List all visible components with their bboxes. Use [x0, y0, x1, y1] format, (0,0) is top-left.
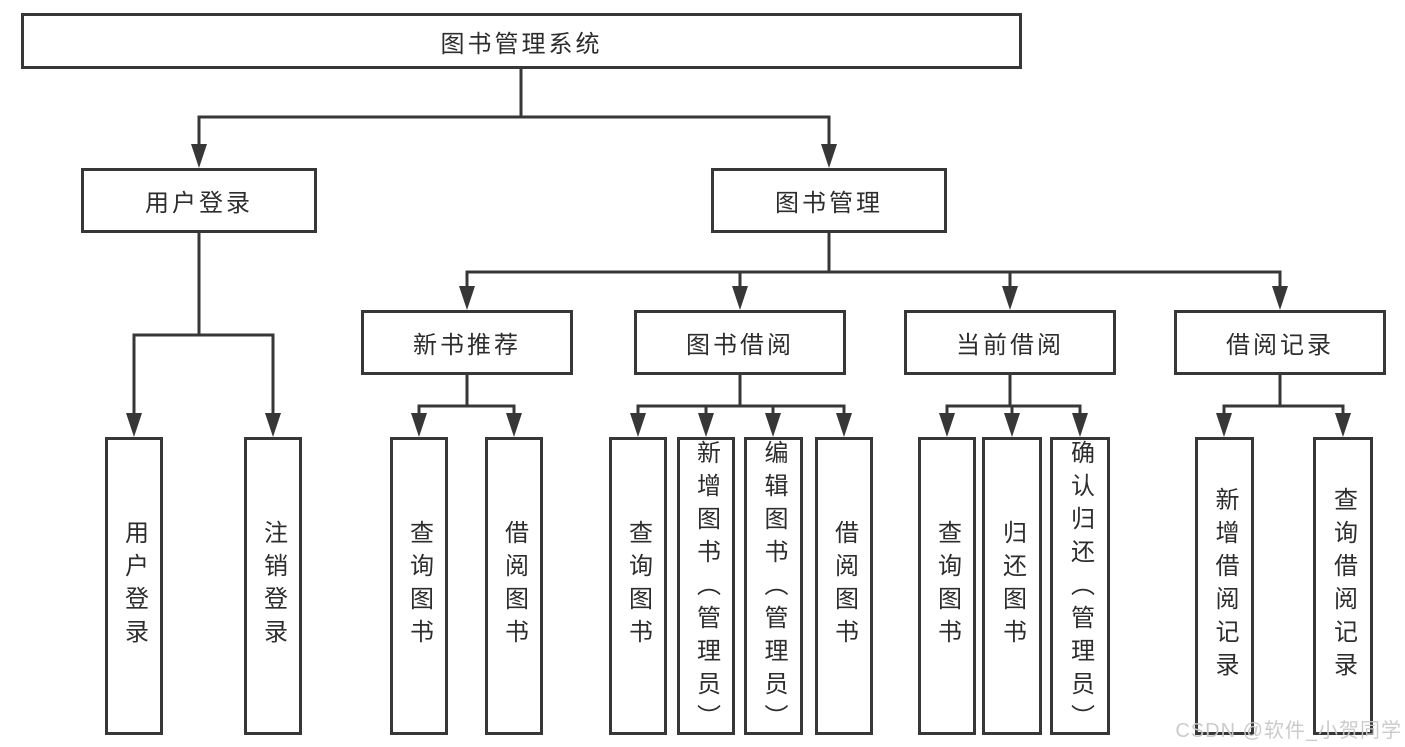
node-new-book-recommend-label: 新书推荐	[413, 332, 521, 359]
leaf-logout: 注销登录	[244, 437, 302, 735]
node-book-management-label: 图书管理	[775, 190, 883, 217]
leaf-query-books-current-label: 查询图书	[933, 520, 961, 652]
leaf-logout-label: 注销登录	[259, 520, 287, 652]
leaf-edit-book-admin-label: 编辑图书（管理员）	[760, 440, 787, 737]
leaf-confirm-return-admin: 确认归还（管理员）	[1050, 437, 1110, 737]
leaf-borrow-books: 借阅图书	[815, 437, 873, 735]
node-user-login-label: 用户登录	[145, 190, 253, 217]
node-book-borrow: 图书借阅	[634, 310, 846, 375]
node-user-login: 用户登录	[81, 168, 317, 233]
leaf-query-books-recommend-label: 查询图书	[405, 520, 433, 652]
leaf-confirm-return-admin-label: 确认归还（管理员）	[1066, 440, 1094, 737]
node-new-book-recommend: 新书推荐	[361, 310, 573, 375]
node-book-management: 图书管理	[711, 168, 947, 233]
leaf-add-book-admin: 新增图书（管理员）	[677, 437, 735, 737]
leaf-return-book-label: 归还图书	[998, 520, 1026, 652]
node-current-borrow-label: 当前借阅	[956, 332, 1064, 359]
leaf-borrow-books-recommend: 借阅图书	[485, 437, 543, 735]
leaf-user-login-label: 用户登录	[120, 520, 148, 652]
leaf-query-books-recommend: 查询图书	[390, 437, 448, 735]
leaf-query-borrow-record-label: 查询借阅记录	[1329, 487, 1357, 685]
csdn-watermark: CSDN @软件_小贺同学	[1175, 720, 1402, 742]
leaf-query-borrow-record: 查询借阅记录	[1313, 437, 1373, 735]
leaf-borrow-books-recommend-label: 借阅图书	[500, 520, 528, 652]
node-borrow-records-label: 借阅记录	[1226, 332, 1334, 359]
arrowheads	[126, 144, 1351, 437]
leaf-borrow-books-label: 借阅图书	[830, 520, 858, 652]
leaf-add-borrow-record: 新增借阅记录	[1195, 437, 1254, 735]
node-current-borrow: 当前借阅	[904, 310, 1116, 375]
leaf-edit-book-admin: 编辑图书（管理员）	[744, 437, 803, 737]
leaf-return-book: 归还图书	[982, 437, 1042, 735]
leaf-add-book-admin-label: 新增图书（管理员）	[692, 440, 720, 737]
leaf-add-borrow-record-label: 新增借阅记录	[1211, 487, 1238, 685]
node-root: 图书管理系统	[21, 13, 1022, 69]
node-book-borrow-label: 图书借阅	[686, 332, 794, 359]
leaf-user-login: 用户登录	[105, 437, 163, 735]
node-borrow-records: 借阅记录	[1174, 310, 1386, 375]
leaf-query-books-borrow-label: 查询图书	[624, 520, 652, 652]
leaf-query-books-current: 查询图书	[918, 437, 976, 735]
leaf-query-books-borrow: 查询图书	[609, 437, 667, 735]
node-root-label: 图书管理系统	[440, 30, 603, 58]
